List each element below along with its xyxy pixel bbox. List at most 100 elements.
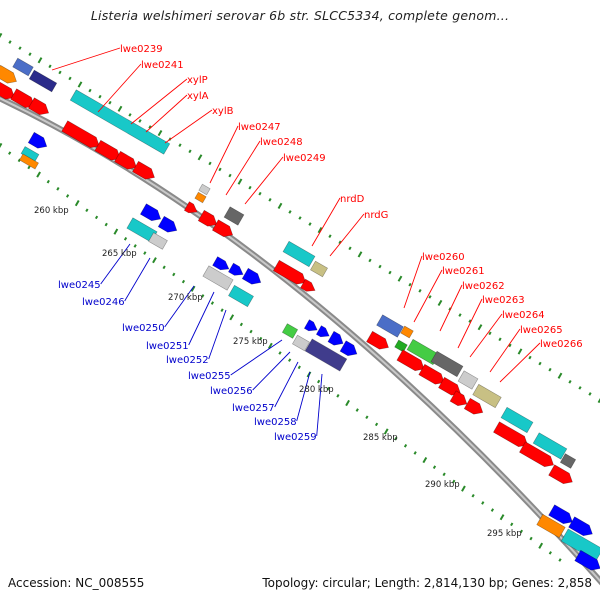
label-leader-line xyxy=(208,309,227,360)
tick-mark xyxy=(190,285,196,292)
gene-feature xyxy=(183,201,198,214)
gene-label: lwe0255 xyxy=(188,371,231,382)
tick-mark xyxy=(123,236,128,241)
tick-mark xyxy=(248,185,252,190)
gene-feature xyxy=(400,325,414,339)
tick-mark xyxy=(418,289,422,293)
tick-mark xyxy=(490,508,495,512)
tick-mark xyxy=(481,501,485,505)
label-leader-line xyxy=(489,328,521,373)
tick-mark xyxy=(104,222,108,227)
tick-mark xyxy=(528,355,532,360)
gene-feature xyxy=(394,339,408,353)
tick-mark xyxy=(538,542,544,549)
tick-mark xyxy=(498,337,502,342)
tick-mark xyxy=(68,76,72,81)
scale-label: 285 kbp xyxy=(363,433,398,443)
gene-feature xyxy=(532,432,568,460)
tick-mark xyxy=(548,551,552,555)
tick-mark xyxy=(348,246,352,251)
gene-label: lwe0241 xyxy=(141,60,184,71)
tick-mark xyxy=(65,194,70,198)
label-leader-line xyxy=(51,47,121,71)
gene-feature xyxy=(272,259,307,285)
tick-mark xyxy=(108,100,112,105)
gene-label: lwe0250 xyxy=(122,323,165,334)
tick-mark xyxy=(98,94,102,99)
label-leader-line xyxy=(316,373,323,437)
gene-feature xyxy=(228,284,254,308)
tick-mark xyxy=(56,187,60,191)
tick-mark xyxy=(8,151,12,155)
gene-label: xylA xyxy=(187,91,209,102)
scale-label: 260 kbp xyxy=(34,206,69,216)
gene-feature xyxy=(500,406,534,434)
gene-label: lwe0248 xyxy=(260,137,303,148)
gene-feature xyxy=(449,390,468,407)
tick-mark xyxy=(18,46,22,50)
label-leader-line xyxy=(124,257,151,302)
label-leader-line xyxy=(164,109,213,144)
tick-mark xyxy=(517,348,523,355)
tick-mark xyxy=(228,173,232,178)
label-leader-line xyxy=(100,243,131,285)
gene-label: lwe0252 xyxy=(166,355,209,366)
tick-mark xyxy=(548,367,552,372)
tick-mark xyxy=(162,265,166,270)
tick-mark xyxy=(278,351,282,355)
tick-mark xyxy=(458,313,462,317)
tick-mark xyxy=(378,264,382,269)
tick-mark xyxy=(148,125,152,129)
tick-mark xyxy=(28,52,32,56)
gene-label: xylP xyxy=(187,75,208,86)
tick-mark xyxy=(8,40,12,44)
gene-label: xylB xyxy=(212,106,234,117)
gene-feature xyxy=(281,323,299,339)
gene-feature xyxy=(493,421,528,448)
tick-mark xyxy=(249,329,253,334)
tick-mark xyxy=(408,282,412,287)
tick-mark xyxy=(477,324,483,331)
gene-feature xyxy=(315,325,330,338)
label-leader-line xyxy=(230,339,283,376)
tick-mark xyxy=(336,394,340,398)
tick-mark xyxy=(597,396,600,404)
tick-mark xyxy=(157,129,163,137)
label-leader-line xyxy=(164,285,195,328)
gene-feature xyxy=(396,349,425,372)
tick-mark xyxy=(308,222,312,226)
tick-mark xyxy=(365,415,369,420)
tick-mark xyxy=(317,227,323,234)
tick-mark xyxy=(288,210,292,214)
label-leader-line xyxy=(274,361,299,408)
tick-mark xyxy=(383,428,389,435)
gene-feature xyxy=(303,319,318,332)
scale-label: 280 kbp xyxy=(299,385,334,395)
feature-layer xyxy=(0,57,600,571)
gene-feature xyxy=(223,206,245,226)
gene-feature xyxy=(559,453,577,469)
tick-mark xyxy=(394,436,398,441)
genome-info-text: Topology: circular; Length: 2,814,130 bp… xyxy=(262,576,592,590)
gene-feature xyxy=(0,64,17,84)
gene-feature xyxy=(28,69,58,93)
gene-label: lwe0257 xyxy=(232,403,275,414)
label-leader-line xyxy=(296,371,311,422)
label-leader-line xyxy=(97,63,142,113)
label-leader-line xyxy=(311,197,341,247)
gene-label: lwe0262 xyxy=(462,281,505,292)
tick-mark xyxy=(468,319,472,323)
tick-mark xyxy=(268,198,272,202)
label-leader-line xyxy=(209,125,239,184)
gene-feature xyxy=(519,441,554,468)
tick-mark xyxy=(374,422,379,427)
gene-feature xyxy=(376,314,404,338)
gene-feature xyxy=(139,203,162,222)
tick-row-bottom xyxy=(0,142,562,562)
tick-mark xyxy=(181,279,186,284)
gene-label: nrdD xyxy=(340,194,365,205)
tick-mark xyxy=(326,386,330,391)
gene-feature xyxy=(198,183,211,196)
tick-mark xyxy=(413,451,417,455)
